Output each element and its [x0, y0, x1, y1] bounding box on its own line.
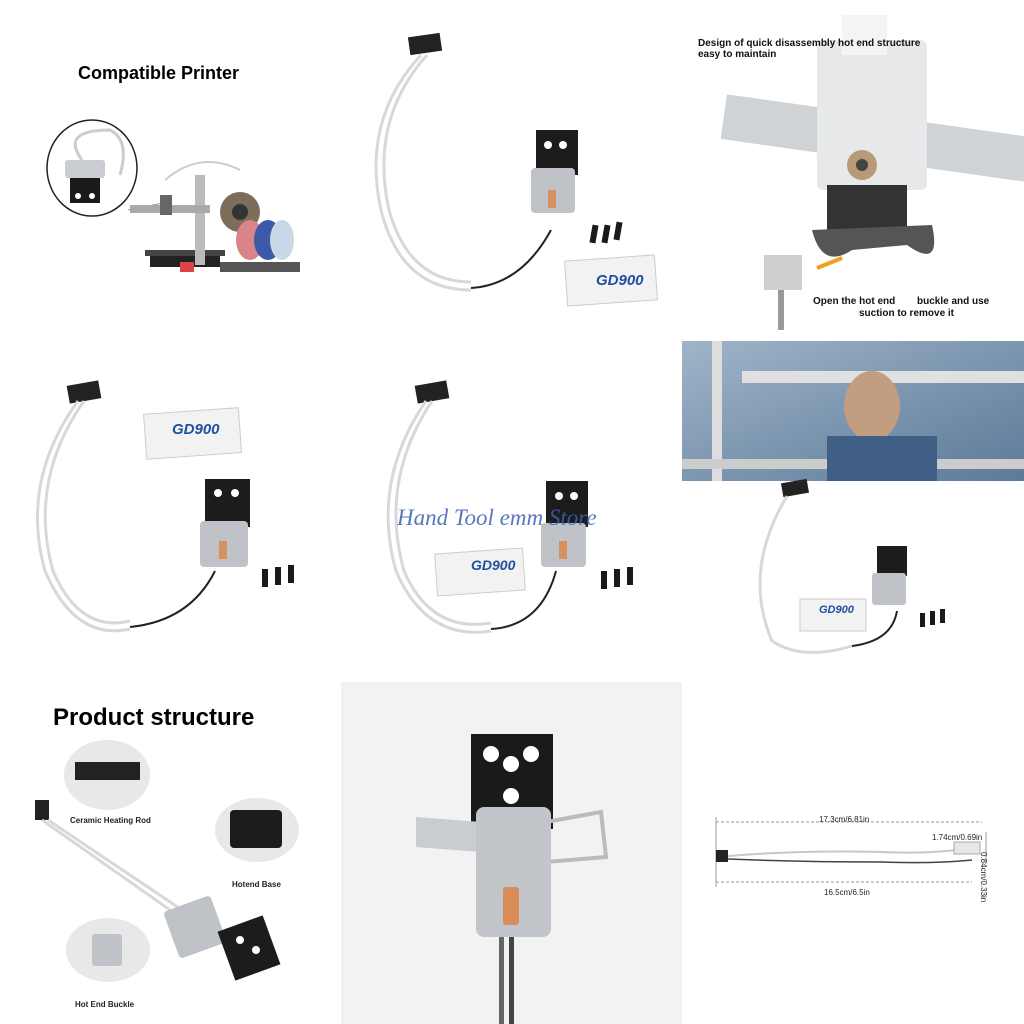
quick-disassembly-tile: Design of quick disassembly hot end stru… [682, 0, 1024, 341]
kit-view-3-illustration [386, 380, 633, 634]
closeup-tile [341, 682, 682, 1024]
total-length-label: 17.3cm/6.81in [819, 815, 870, 824]
open-hotend-caption-right: buckle and use [917, 296, 990, 307]
kit-package-illustration [374, 32, 659, 307]
product-structure-title: Product structure [53, 704, 255, 731]
thermal-paste-label-2: GD900 [172, 421, 220, 438]
open-hotend-caption-line2: suction to remove it [859, 308, 955, 319]
product-structure-tile: Ceramic Heating Rod Hotend Base Hot End … [0, 682, 341, 1024]
hotend-assembly-illustration [720, 15, 1024, 330]
kit-view-3-tile: GD900 [341, 341, 682, 682]
open-hotend-caption-left: Open the hot end [813, 296, 896, 307]
in-use-tile: GD900 [682, 341, 1024, 682]
hotend-base-label: Hotend Base [232, 880, 281, 889]
thermal-paste-label-4: GD900 [819, 604, 854, 616]
quick-disassembly-caption-line1: Design of quick disassembly hot end stru… [698, 38, 921, 49]
head-width-label: 0.84cm/0.33in [979, 852, 988, 903]
head-length-label: 1.74cm/0.69in [932, 833, 983, 842]
sensor-length-label: 16.5cm/6.5in [824, 888, 870, 897]
printer-illustration [46, 119, 300, 272]
product-structure-illustration [35, 740, 299, 982]
compatible-printer-title: Compatible Printer [78, 63, 240, 83]
thermal-paste-label: GD900 [596, 272, 644, 289]
kit-view-2-illustration [35, 380, 294, 633]
kit-view-2-tile: GD900 [0, 341, 341, 682]
heating-rod-label: Ceramic Heating Rod [70, 816, 151, 825]
buckle-closeup-illustration [416, 734, 609, 1024]
dimensions-tile: 17.3cm/6.81in 16.5cm/6.5in 1.74cm/0.69in… [682, 682, 1024, 1024]
store-watermark: Hand Tool emm Store [397, 505, 597, 530]
thermal-paste-label-3: GD900 [471, 557, 516, 573]
kit-package-tile: GD900 [341, 0, 682, 341]
quick-disassembly-caption-line2: easy to maintain [698, 49, 777, 60]
hotend-buckle-label: Hot End Buckle [75, 1000, 135, 1009]
dimension-drawing [715, 817, 987, 887]
compatible-printer-tile [0, 0, 341, 341]
in-use-illustration [682, 341, 1024, 654]
